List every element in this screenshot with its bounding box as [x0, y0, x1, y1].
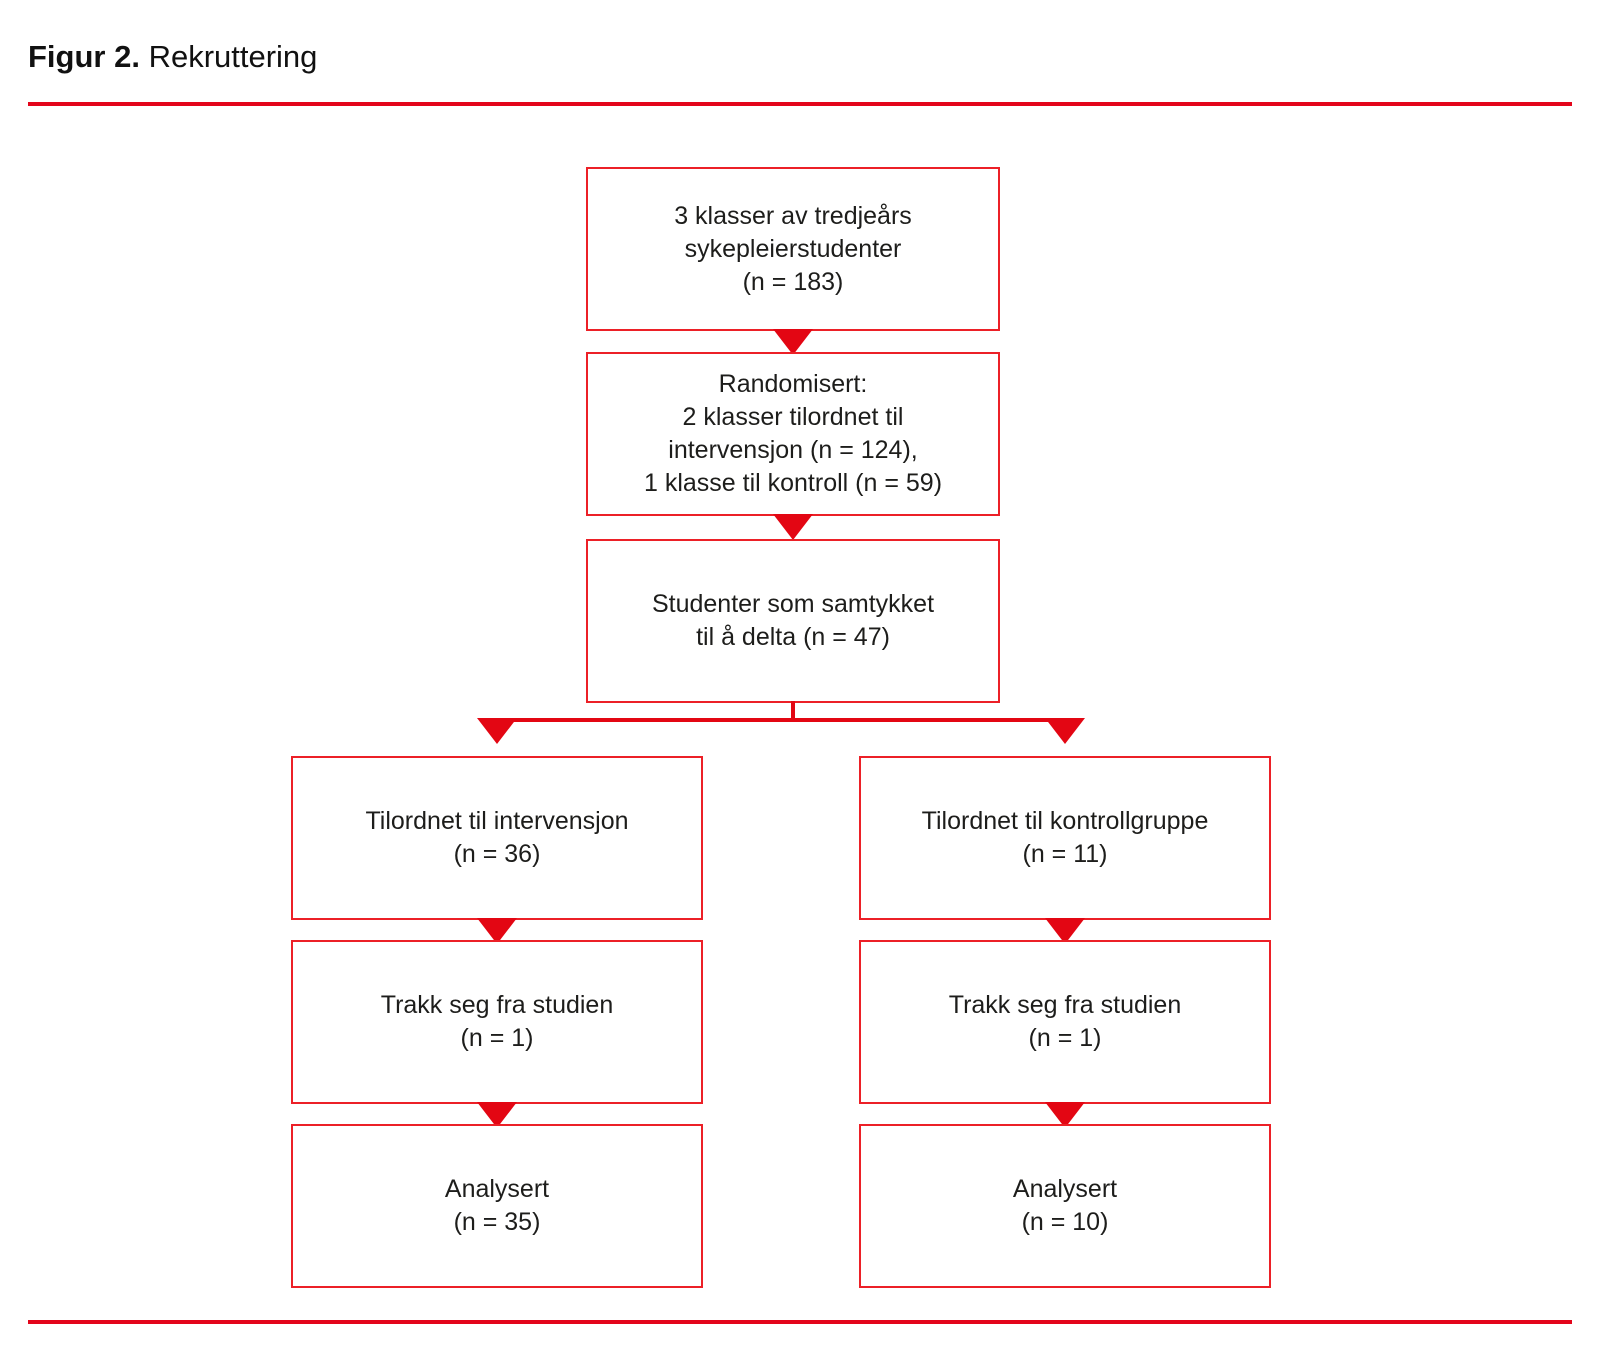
arrow-down-icon: [477, 718, 517, 744]
flow-node-control-assigned: Tilordnet til kontrollgruppe (n = 11): [859, 756, 1271, 920]
arrow-down-icon: [477, 1102, 517, 1128]
flow-node-intervention-analyzed: Analysert (n = 35): [291, 1124, 703, 1288]
connector-split-stem: [791, 701, 795, 721]
flow-node-control-analyzed: Analysert (n = 10): [859, 1124, 1271, 1288]
page-title: Figur 2. Rekruttering: [28, 38, 317, 76]
flow-node-text: Studenter som samtykket til å delta (n =…: [651, 590, 935, 651]
flow-node-text: Tilordnet til kontrollgruppe (n = 11): [921, 807, 1209, 868]
arrow-down-icon: [477, 918, 517, 944]
flow-node-consented: Studenter som samtykket til å delta (n =…: [586, 539, 1000, 703]
flow-node-randomized: Randomisert: 2 klasser tilordnet til int…: [586, 352, 1000, 516]
arrow-down-icon: [1045, 718, 1085, 744]
flow-node-control-withdrew: Trakk seg fra studien (n = 1): [859, 940, 1271, 1104]
flow-node-intervention-assigned: Tilordnet til intervensjon (n = 36): [291, 756, 703, 920]
header-divider: [28, 102, 1572, 106]
flow-node-intervention-withdrew: Trakk seg fra studien (n = 1): [291, 940, 703, 1104]
flow-node-student-pool: 3 klasser av tredjeårs sykepleierstudent…: [586, 167, 1000, 331]
figure-label: Figur 2.: [28, 39, 140, 74]
arrow-down-icon: [773, 329, 813, 355]
flow-node-text: Randomisert: 2 klasser tilordnet til int…: [643, 370, 943, 497]
flow-node-text: Tilordnet til intervensjon (n = 36): [365, 807, 629, 868]
flow-node-text: Trakk seg fra studien (n = 1): [948, 991, 1182, 1052]
flow-node-text: Trakk seg fra studien (n = 1): [380, 991, 614, 1052]
flow-node-text: Analysert (n = 10): [1012, 1175, 1118, 1236]
footer-divider: [28, 1320, 1572, 1324]
connector-split-bar: [495, 718, 1067, 722]
flow-node-text: Analysert (n = 35): [444, 1175, 550, 1236]
figure-caption: Rekruttering: [139, 39, 318, 74]
arrow-down-icon: [773, 514, 813, 540]
arrow-down-icon: [1045, 918, 1085, 944]
flow-node-text: 3 klasser av tredjeårs sykepleierstudent…: [674, 201, 912, 296]
arrow-down-icon: [1045, 1102, 1085, 1128]
